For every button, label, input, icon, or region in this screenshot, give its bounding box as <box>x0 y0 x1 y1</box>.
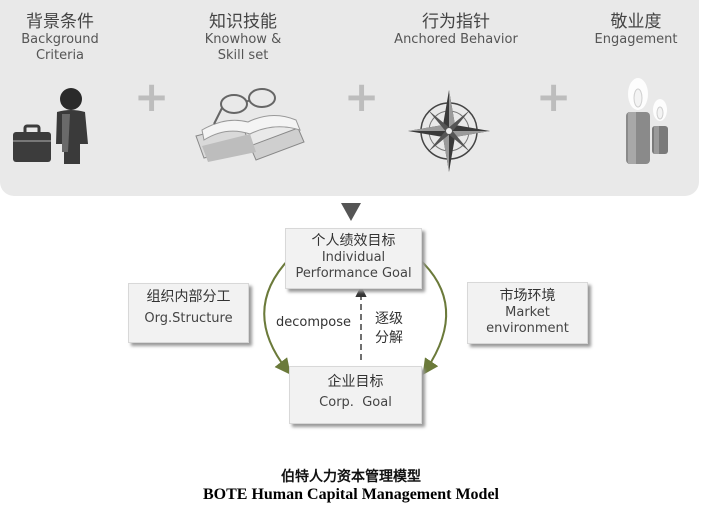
corp-goal-en: Corp. Goal <box>319 395 392 410</box>
decompose-label: decompose <box>276 315 351 330</box>
candles-icon <box>626 78 668 164</box>
pillar-knowhow-en1: Knowhow & <box>204 32 282 47</box>
corp-goal-box: 企业目标 Corp. Goal <box>289 366 422 424</box>
market-en1: Market <box>505 305 550 320</box>
market-en2: environment <box>486 321 569 336</box>
cascade-label-1: 逐级 <box>375 311 403 327</box>
pillar-background-en1: Background <box>21 32 99 47</box>
corp-goal-cn: 企业目标 <box>327 374 384 390</box>
plus-icon: + <box>536 72 572 121</box>
caption-cn: 伯特人力资本管理模型 <box>281 469 421 485</box>
pillar-anchored-behavior: 行为指针 Anchored Behavior <box>386 12 526 48</box>
book-glasses-icon <box>195 88 305 162</box>
cascade-label-2: 分解 <box>375 330 403 346</box>
businessman-briefcase-icon <box>13 88 88 164</box>
plus-icon: + <box>344 72 380 121</box>
caption-en: BOTE Human Capital Management Model <box>202 486 499 503</box>
pillar-engagement-cn: 敬业度 <box>610 12 662 32</box>
pillar-background-en2: Criteria <box>35 48 85 63</box>
pillar-engagement: 敬业度 Engagement <box>586 12 686 48</box>
individual-goal-en1: Individual <box>321 250 386 265</box>
individual-goal-en2: Performance Goal <box>295 266 412 281</box>
pillar-engagement-en1: Engagement <box>594 32 678 47</box>
individual-goal-box: 个人绩效目标 Individual Performance Goal <box>285 228 422 289</box>
compass-rose-icon <box>408 90 490 172</box>
pillar-background: 背景条件 Background Criteria <box>10 12 110 64</box>
market-box: 市场环境 Market environment <box>467 282 588 344</box>
market-cn: 市场环境 <box>499 288 556 304</box>
pillar-anchored-behavior-cn: 行为指针 <box>422 12 490 32</box>
down-arrow-icon <box>341 203 361 221</box>
individual-goal-cn: 个人绩效目标 <box>311 233 396 249</box>
org-structure-en: Org.Structure <box>144 311 233 326</box>
pillar-anchored-behavior-en1: Anchored Behavior <box>394 32 518 47</box>
pillar-knowhow: 知识技能 Knowhow & Skill set <box>188 12 298 64</box>
plus-icon: + <box>134 72 170 121</box>
pillar-knowhow-cn: 知识技能 <box>209 12 277 32</box>
pillar-background-cn: 背景条件 <box>26 12 94 32</box>
org-structure-cn: 组织内部分工 <box>146 289 231 305</box>
top-panel <box>0 0 699 196</box>
pillar-knowhow-en2: Skill set <box>217 48 269 63</box>
org-structure-box: 组织内部分工 Org.Structure <box>128 283 249 343</box>
